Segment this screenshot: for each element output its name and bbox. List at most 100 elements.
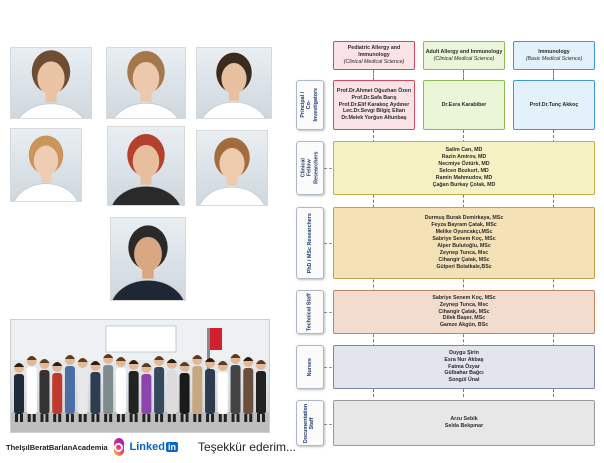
group-person-8-body <box>103 365 114 414</box>
phd-6: Cihangir Çatak, MSc <box>438 256 490 263</box>
technical-staff-box: Sabriye Senem Koç, MSc Zeynep Tunca, Msc… <box>333 290 595 334</box>
group-photo <box>10 319 270 433</box>
group-person-6-body <box>77 369 88 414</box>
row-label-pi: Principal / Co-Investigators <box>296 80 324 130</box>
portrait-man-2-figure <box>202 52 266 118</box>
portrait-photo-6 <box>196 130 268 206</box>
group-person-2-leg-left <box>27 414 31 422</box>
group-person-7-body <box>90 372 101 414</box>
group-person-17-hair <box>217 361 228 365</box>
nurse-2: Fatma Özyar <box>448 363 480 370</box>
group-person-3-leg-right <box>45 414 49 422</box>
portrait-photo-7 <box>110 217 186 301</box>
group-person-13-body <box>166 370 177 414</box>
pi-peds-0: Prof.Dr.Ahmet Oğuzhan Özen <box>336 87 412 94</box>
group-person-19-leg-right <box>249 414 253 422</box>
nurse-3: Gülbahar Bağcı <box>444 370 484 377</box>
group-person-15-body <box>192 366 203 414</box>
group-person-13-hair <box>166 359 177 363</box>
header-adult-title: Adult Allergy and Immunology <box>425 48 503 55</box>
tech-2: Cihangir Çatak, MSc <box>438 308 490 315</box>
pi-immunology-box: Prof.Dr.Tunç Akkoç <box>513 80 595 130</box>
group-person-3-hair <box>39 359 50 363</box>
fellow-5: Çağan Burkay Çolak, MD <box>432 181 496 188</box>
fellow-3: Selcen Bozkurt, MD <box>439 168 489 174</box>
group-person-1-hair <box>14 363 24 367</box>
group-person-11-body <box>141 374 152 414</box>
group-photo-floor <box>11 412 269 432</box>
group-person-13-leg-right <box>172 414 176 422</box>
group-person-12-body <box>154 367 165 414</box>
academia-handle: TheIşılBeratBarlanAcademia <box>6 442 108 452</box>
group-person-13-leg-left <box>167 414 171 422</box>
group-person-19-body <box>243 368 254 414</box>
portrait-woman-3-figure <box>111 134 181 205</box>
instagram-icon[interactable] <box>113 438 124 456</box>
connector-h1 <box>324 168 332 169</box>
group-person-8-hair <box>103 354 114 358</box>
portrait-photo-3 <box>196 47 272 119</box>
group-photo-banner <box>105 325 177 353</box>
phd-box: Durmuş Burak Demirkaya, MSc Feyza Bayram… <box>333 207 595 279</box>
portrait-woman-2-figure <box>14 135 78 201</box>
fellows-box: Salim Can, MD Razin Amirov, MD Necmiye Ö… <box>333 141 595 195</box>
group-person-18-hair <box>230 354 241 358</box>
group-person-14-body <box>179 373 190 414</box>
portrait-woman-4-figure <box>199 137 265 205</box>
group-person-20-leg-right <box>262 414 265 422</box>
pi-peds-3: Lec.Dr.Sevgi Bilgiç Eltan <box>342 108 406 115</box>
row-label-tech-text: Technical Staff <box>306 293 313 331</box>
row-label-tech: Technical Staff <box>296 290 324 334</box>
group-person-5-hair <box>64 355 75 359</box>
group-person-15-leg-left <box>193 414 197 422</box>
portrait-photo-2 <box>106 47 186 119</box>
group-photo-flagpole <box>207 328 210 388</box>
phd-3: Sabriye Senem Koç, MSc <box>432 236 496 243</box>
connector-adult <box>463 70 464 80</box>
row-label-doc-text: Documentation Staff <box>303 403 317 443</box>
row-label-fellow: Clinical Fellow Researchers <box>296 141 324 195</box>
connector-peds <box>373 70 374 80</box>
portrait-photo-5 <box>107 126 185 206</box>
phd-2: Melike Oyuncakçı,MSc <box>435 229 493 236</box>
group-person-16-body <box>205 369 216 414</box>
group-photo-flag <box>210 328 222 350</box>
group-person-8-leg-right <box>109 414 113 422</box>
connector-h2 <box>324 243 332 244</box>
nurse-4: Songül Ünal <box>448 377 480 384</box>
row-label-nurses: Nurses <box>296 345 324 389</box>
group-person-7-leg-left <box>91 414 95 422</box>
portrait-photo-1 <box>10 47 92 119</box>
tech-3: Dilek Başer, MSc <box>442 315 486 322</box>
portrait-man-1-figure <box>18 50 84 118</box>
pi-peds-2: Prof.Dr.Elif Karakoç Aydıner <box>338 101 410 108</box>
documentation-box: Arzu Sebik Selda Bekpınar <box>333 400 595 446</box>
group-person-16-leg-right <box>211 414 215 422</box>
connector-h4 <box>324 367 332 368</box>
group-person-11-hair <box>141 363 152 367</box>
group-person-15-hair <box>192 355 203 359</box>
pi-immuno-name: Prof.Dr.Tunç Akkoç <box>529 101 579 108</box>
nurses-box: Duygu Şirin Esra Nur Akbaş Fatma Özyar G… <box>333 345 595 389</box>
header-pediatric: Pediatric Allergy and Immunology (Clinic… <box>333 41 415 70</box>
phd-1: Feyza Bayram Çatak, MSc <box>431 222 497 229</box>
group-person-5-leg-right <box>70 414 74 422</box>
group-person-2-leg-right <box>32 414 36 422</box>
group-person-18-body <box>230 365 241 414</box>
group-person-12-leg-left <box>155 414 159 422</box>
portrait-photo-4 <box>10 128 82 202</box>
group-person-20-leg-left <box>257 414 260 422</box>
group-person-3-leg-left <box>40 414 44 422</box>
row-label-pi-text: Principal / Co-Investigators <box>300 88 320 122</box>
tech-1: Zeynep Tunca, Msc <box>439 301 489 308</box>
group-person-4-hair <box>52 362 63 366</box>
pi-peds-4: Dr.Melek Yorğun Altunbaş <box>341 115 407 122</box>
group-person-20-body <box>256 371 266 414</box>
group-person-1-leg-right <box>20 414 23 422</box>
header-immunology-subtitle: (Basic Medical Science) <box>525 55 583 62</box>
group-person-4-leg-left <box>53 414 57 422</box>
group-person-12-hair <box>154 356 165 360</box>
fellow-1: Razin Amirov, MD <box>441 154 487 161</box>
